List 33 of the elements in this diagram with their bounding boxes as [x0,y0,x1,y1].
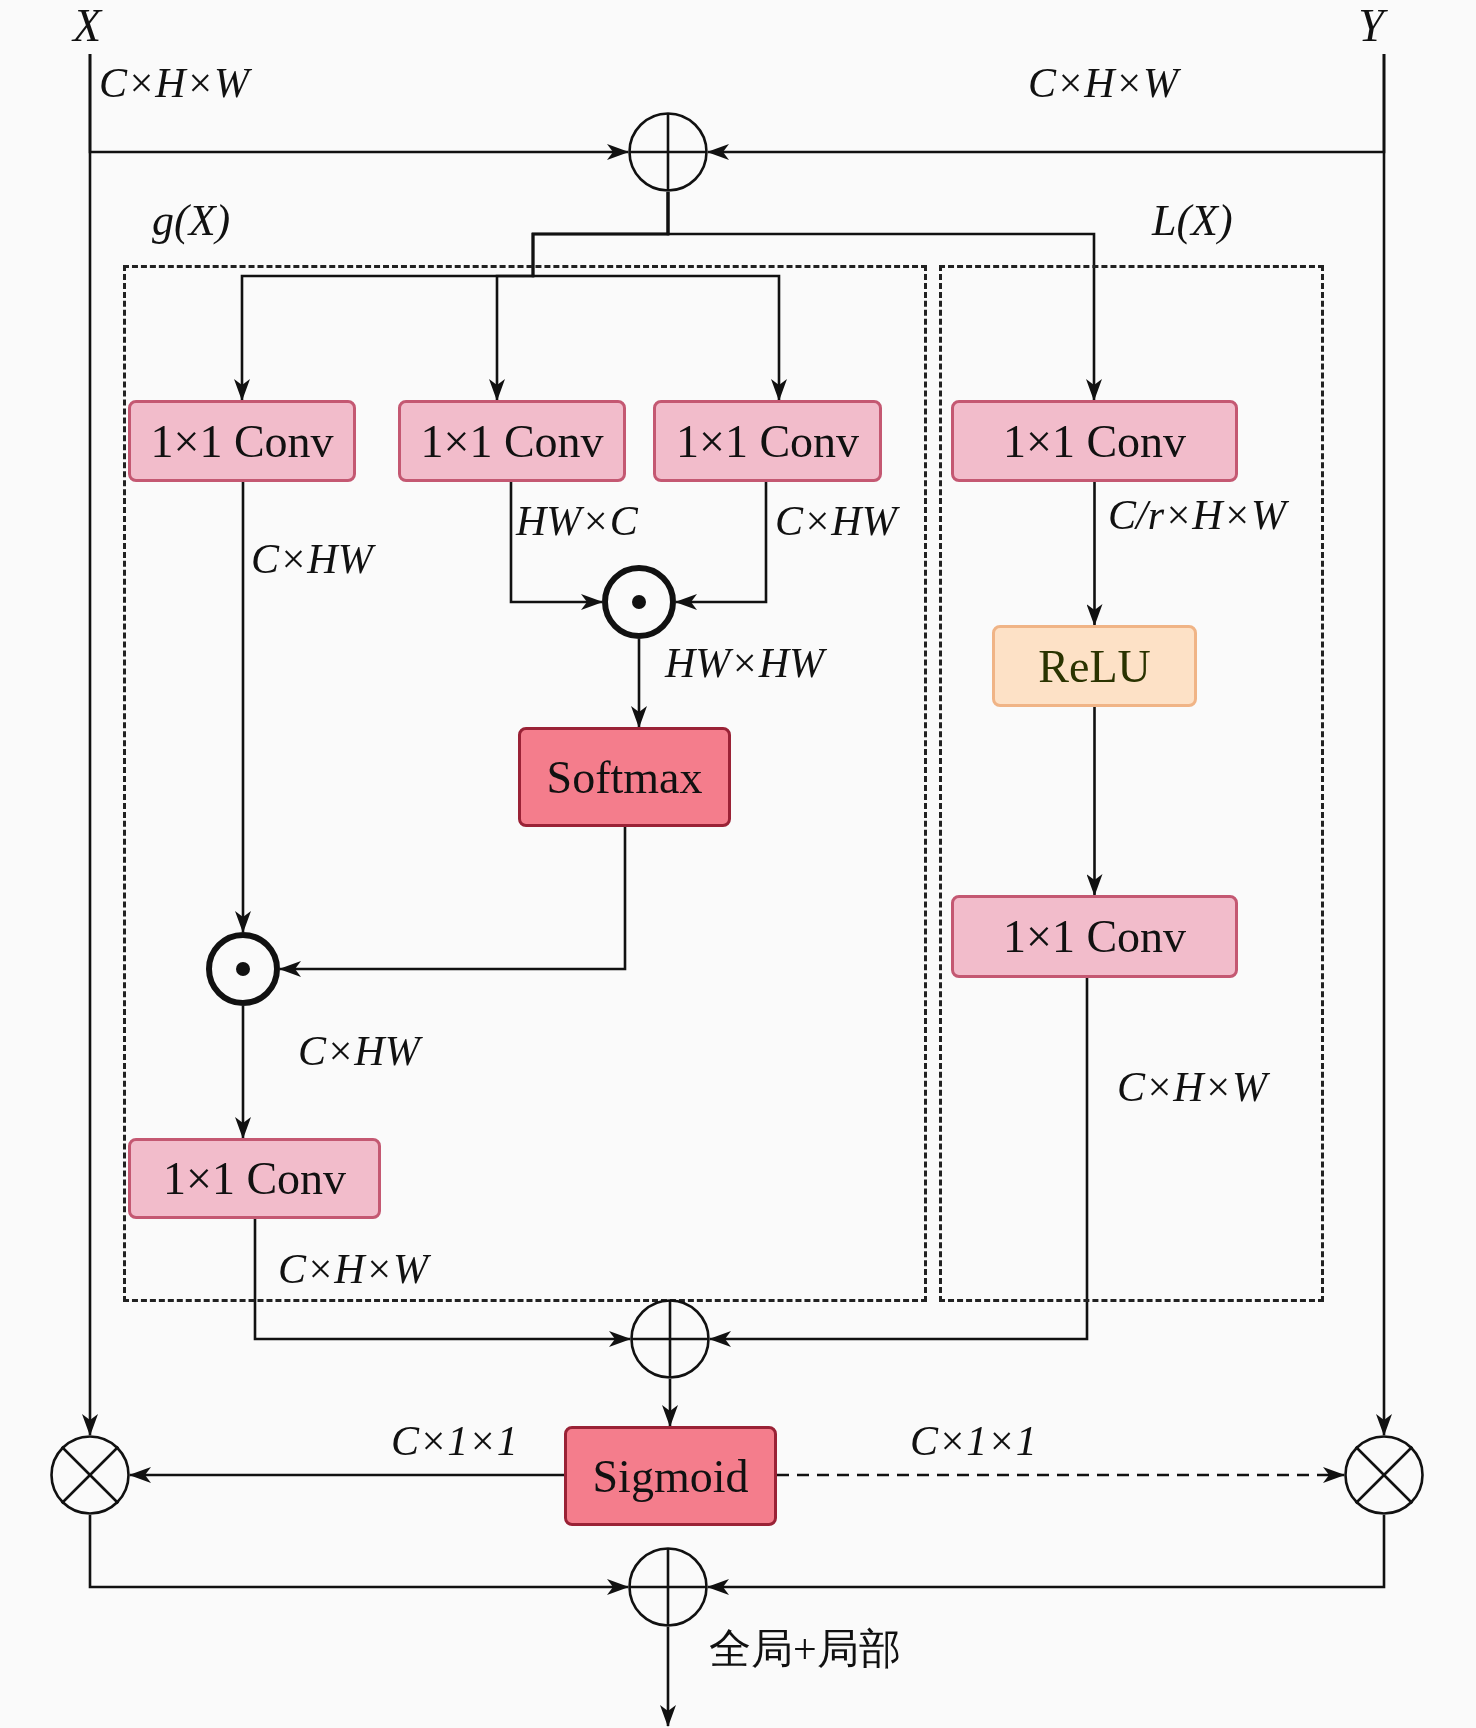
arrow [129,1467,564,1483]
arrow [82,54,98,1436]
arrow [660,1627,676,1727]
arrow [88,1515,629,1595]
conv-box: 1×1 Conv [128,400,356,482]
arrow [509,482,603,610]
arrow [707,1515,1386,1595]
arrow [235,1006,251,1139]
edge-label: 全局+局部 [709,1626,901,1672]
arrow [1086,707,1103,896]
arrow [666,192,1102,401]
region-heading: g(X) [152,196,231,246]
relu-box: ReLU [992,625,1197,707]
activation-box: Sigmoid [564,1426,777,1526]
arrow [1376,54,1392,1436]
conv-box: 1×1 Conv [398,400,626,482]
arrow [631,639,647,728]
arrow [777,1467,1345,1483]
variable-label: X [62,0,112,54]
arrow [675,482,768,610]
arrow [1086,482,1103,626]
arrow [279,827,627,977]
region-heading: L(X) [1152,196,1233,246]
conv-box: 1×1 Conv [653,400,882,482]
conv-box: 1×1 Conv [951,400,1238,482]
conv-box: 1×1 Conv [128,1138,381,1219]
conv-box: 1×1 Conv [951,895,1238,978]
arrow [253,1219,631,1347]
variable-label: Y [1346,0,1396,54]
arrow [709,978,1089,1347]
arrow [662,1379,678,1427]
activation-box: Softmax [518,727,731,827]
arrow [235,482,251,933]
